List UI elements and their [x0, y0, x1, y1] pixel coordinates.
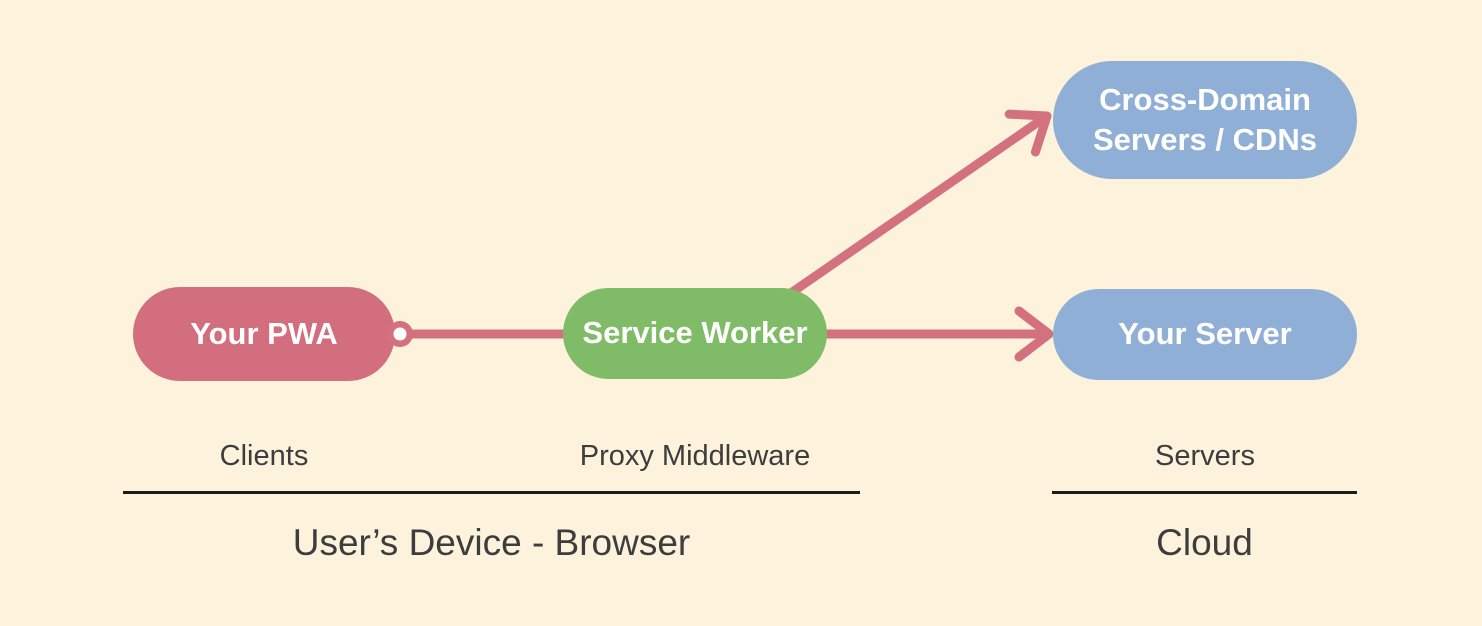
role-label-clients: Clients [219, 439, 309, 472]
role-label-servers: Servers [1155, 439, 1255, 472]
group-label-users-device-browser: User’s Device - Browser [292, 522, 691, 563]
connector-service-worker-to-cross-domain [773, 113, 1049, 307]
divider-cloud [1052, 491, 1357, 494]
role-label-proxy-middleware: Proxy Middleware [579, 439, 811, 472]
arrowhead-to-your-server [1014, 306, 1054, 362]
group-label-cloud: Cloud [1156, 522, 1253, 563]
node-cross-domain-servers: Cross-Domain Servers / CDNs [1053, 61, 1357, 179]
node-service-worker: Service Worker [563, 288, 827, 379]
pwa-port-dot [393, 327, 407, 341]
divider-users-device [123, 491, 860, 494]
node-your-server: Your Server [1053, 289, 1357, 380]
node-your-pwa: Your PWA [133, 287, 395, 381]
